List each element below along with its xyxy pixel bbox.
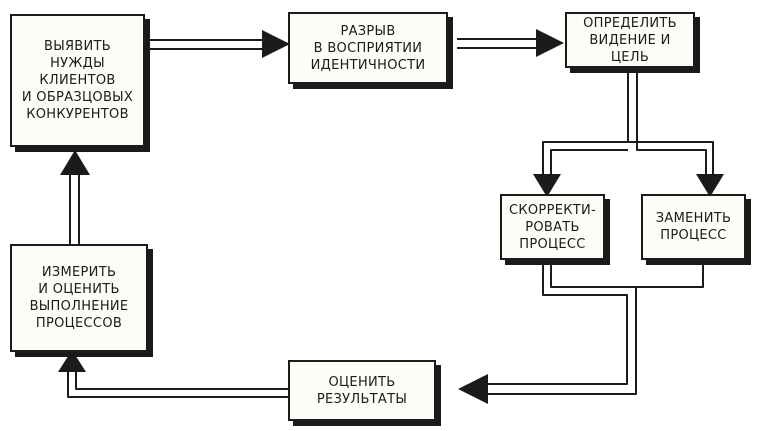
node-identity-gap: РАЗРЫВ В ВОСПРИЯТИИ ИДЕНТИЧНОСТИ [288,12,448,84]
connector-merge-to-evaluate [482,258,704,395]
node-define-vision-label: ОПРЕДЕЛИТЬ ВИДЕНИЕ И ЦЕЛЬ [583,15,677,65]
node-correct-process-label: СКОРРЕКТИ- РОВАТЬ ПРОЦЕСС [508,202,597,252]
arrowhead-to-measure [58,350,86,372]
connector-vision-split [542,66,714,178]
arrowhead-to-gap [262,30,290,58]
node-measure-processes: ИЗМЕРИТЬ И ОЦЕНИТЬ ВЫПОЛНЕНИЕ ПРОЦЕССОВ [10,244,148,352]
node-evaluate-results: ОЦЕНИТЬ РЕЗУЛЬТАТЫ [288,360,436,421]
node-define-vision: ОПРЕДЕЛИТЬ ВИДЕНИЕ И ЦЕЛЬ [565,12,695,68]
connector-identify-to-gap [150,39,268,50]
arrowhead-to-identify [60,150,90,175]
connector-gap-to-vision [457,38,540,49]
arrowhead-to-replace [696,174,724,197]
node-evaluate-results-label: ОЦЕНИТЬ РЕЗУЛЬТАТЫ [316,374,408,407]
arrowhead-to-vision [536,29,564,57]
node-identity-gap-label: РАЗРЫВ В ВОСПРИЯТИИ ИДЕНТИЧНОСТИ [310,23,426,73]
node-identify-needs: ВЫЯВИТЬ НУЖДЫ КЛИЕНТОВ И ОБРАЗЦОВЫХ КОНК… [10,14,145,147]
node-replace-process-label: ЗАМЕНИТЬ ПРОЦЕСС [655,211,732,243]
arrowhead-to-correct [533,174,561,197]
arrowhead-to-evaluate [458,374,488,404]
connector-evaluate-to-measure [67,369,289,398]
node-replace-process: ЗАМЕНИТЬ ПРОЦЕСС [641,194,746,260]
node-identify-needs-label: ВЫЯВИТЬ НУЖДЫ КЛИЕНТОВ И ОБРАЗЦОВЫХ КОНК… [21,39,134,122]
node-correct-process: СКОРРЕКТИ- РОВАТЬ ПРОЦЕСС [500,194,605,260]
node-measure-processes-label: ИЗМЕРИТЬ И ОЦЕНИТЬ ВЫПОЛНЕНИЕ ПРОЦЕССОВ [29,265,129,331]
connector-measure-to-identify [69,172,80,244]
